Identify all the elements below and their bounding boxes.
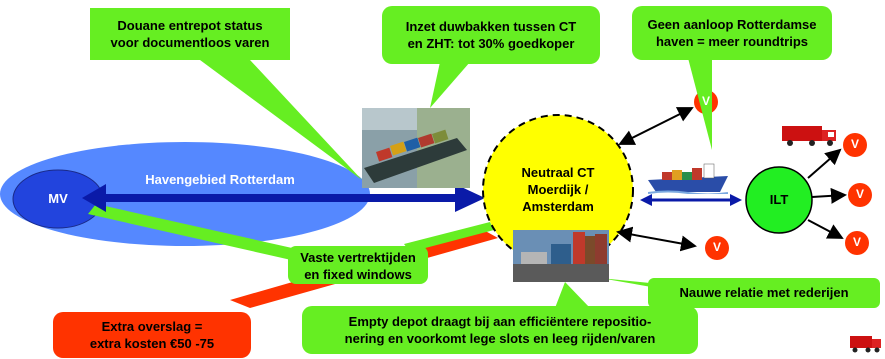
- fixed-windows-callout-text: Vaste vertrektijden en fixed windows: [290, 249, 426, 283]
- neutral-ct-node: [482, 114, 634, 266]
- neutral-ct-label: Neutraal CT Moerdijk / Amsterdam: [500, 164, 616, 215]
- v-label-right-2: V: [855, 187, 864, 201]
- extra-cost-callout: [53, 312, 251, 358]
- no-call-callout-text: Geen aanloop Rotterdamse haven = meer ro…: [634, 16, 830, 50]
- push-barges-pointer: [430, 62, 470, 108]
- extra-cost-line-2: extra kosten €50 -75: [89, 336, 215, 351]
- main-arrow-right-head: [455, 184, 485, 212]
- ilt-v2-arrow: [811, 187, 847, 204]
- barge-photo-icon: [362, 108, 470, 188]
- harbor-area-label: Havengebied Rotterdam: [145, 172, 295, 187]
- empty-depot-callout: [302, 306, 698, 354]
- fixed-windows-callout: [288, 246, 428, 284]
- v-label-bottom: V: [712, 240, 721, 254]
- truck-icon-small: [850, 334, 884, 354]
- extra-cost-callout-text: Extra overslag = extra kosten €50 -75: [55, 318, 249, 352]
- empty-depot-callout-text: Empty depot draagt bij aan efficiëntere …: [306, 313, 694, 347]
- fixed-windows-pointer-left: [88, 204, 310, 262]
- ct-ilt-arrow-right-head: [730, 194, 742, 206]
- ship-icon: [647, 160, 729, 196]
- push-barges-callout-text: Inzet duwbakken tussen CT en ZHT: tot 30…: [384, 18, 598, 52]
- shipping-lines-callout: [648, 278, 880, 308]
- fixed-windows-line-2: en fixed windows: [304, 267, 412, 282]
- empty-depot-line-2: nering en voorkomt lege slots en leeg ri…: [344, 331, 656, 346]
- empty-depot-line-1: Empty depot draagt bij aan efficiëntere …: [348, 314, 652, 329]
- mv-label: MV: [48, 191, 68, 206]
- ct-v-bottom-arrow: [616, 226, 697, 252]
- v-label-right-3: V: [852, 235, 861, 249]
- no-call-line-2: haven = meer roundtrips: [655, 34, 809, 49]
- neutral-ct-line-3: Amsterdam: [522, 199, 594, 214]
- v-node-right-1: [843, 133, 867, 157]
- customs-callout-box: [90, 8, 290, 60]
- fixed-windows-line-1: Vaste vertrektijden: [300, 250, 416, 265]
- ilt-node: [745, 166, 813, 234]
- ilt-v1-arrow: [807, 148, 842, 179]
- push-barges-line-1: Inzet duwbakken tussen CT: [405, 19, 577, 34]
- shipping-lines-callout-text: Nauwe relatie met rederijen: [679, 285, 849, 300]
- push-barges-line-2: en ZHT: tot 30% goedkoper: [407, 36, 575, 51]
- ilt-v3-arrow: [807, 219, 844, 239]
- push-barges-callout: [382, 6, 600, 64]
- empty-depot-pointer: [555, 282, 590, 308]
- main-arrow-left-head: [82, 184, 106, 212]
- no-call-callout: [632, 6, 832, 60]
- extra-cost-line-1: Extra overslag =: [101, 319, 203, 334]
- ilt-label: ILT: [769, 192, 789, 207]
- customs-callout-text: Douane entrepot status voor documentloos…: [92, 17, 288, 51]
- v-label-top: V: [701, 94, 710, 108]
- container-depot-photo-icon: [513, 230, 609, 282]
- v-node-bottom: [705, 236, 729, 260]
- customs-line-1: Douane entrepot status: [117, 18, 263, 33]
- ct-v-top-arrow: [618, 107, 694, 145]
- customs-line-2: voor documentloos varen: [110, 35, 270, 50]
- v-label-right-1: V: [850, 137, 859, 151]
- no-call-pointer: [688, 58, 712, 150]
- ct-ilt-arrow-left-head: [640, 194, 652, 206]
- truck-icon: [782, 124, 840, 148]
- v-node-right-3: [845, 231, 869, 255]
- neutral-ct-line-1: Neutraal CT: [521, 165, 595, 180]
- neutral-ct-line-2: Moerdijk /: [527, 182, 589, 197]
- no-call-line-1: Geen aanloop Rotterdamse: [647, 17, 817, 32]
- fixed-windows-pointer-right: [404, 222, 494, 252]
- v-node-right-2: [848, 183, 872, 207]
